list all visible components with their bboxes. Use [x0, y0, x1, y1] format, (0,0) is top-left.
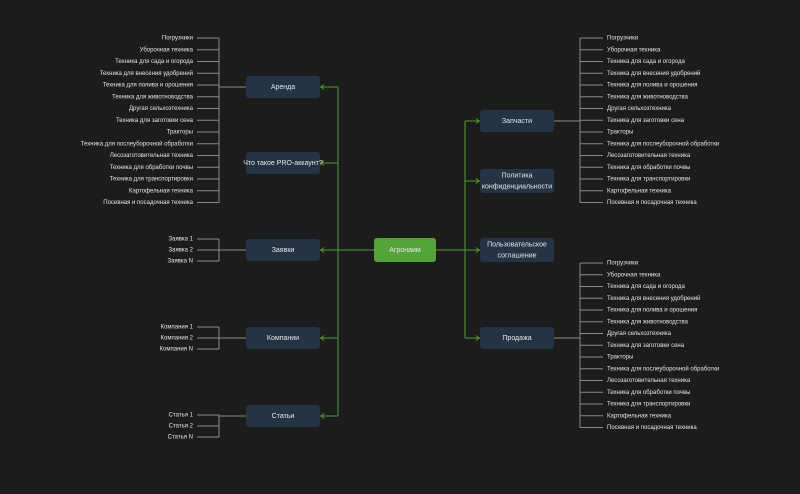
zapchasti-category-item: Техника для животноводства: [607, 94, 689, 100]
center-node-agronaim-label: Агронаим: [389, 247, 421, 254]
zapchasti-category-item: Уборочная техника: [607, 47, 661, 53]
prodazha-category-item: Лесозаготовительная техника: [607, 378, 691, 384]
node-zayavki[interactable]: Заявки: [246, 239, 320, 261]
arenda-category-item: Техника для сада и огорода: [115, 59, 194, 65]
node-politika-box: [480, 169, 554, 193]
node-politika-label: Политика: [502, 172, 533, 179]
zapchasti-category-item: Посевная и посадочная техника: [607, 200, 697, 206]
zapchasti-category-item: Тракторы: [607, 130, 633, 136]
node-kompanii-label: Компании: [267, 335, 299, 342]
kompanii-item: Компания 1: [161, 325, 194, 331]
node-arenda-label: Аренда: [271, 84, 295, 91]
stati-item: Статья 1: [169, 413, 194, 419]
zapchasti-category-item: Техника для транспортировки: [607, 177, 690, 183]
node-soglashenie-box: [480, 238, 554, 262]
arenda-category-item: Картофельная техника: [129, 188, 194, 194]
stati-item: Статья N: [168, 435, 193, 441]
arrow-left-pro: [320, 160, 325, 166]
center-node-agronaim[interactable]: Агронаим: [374, 238, 436, 262]
node-stati[interactable]: Статьи: [246, 405, 320, 427]
prodazha-category-item: Техника для послеуборочной обработки: [607, 365, 719, 372]
zapchasti-category-item: Другая сельхозтехника: [607, 106, 672, 112]
zapchasti-category-item: Техника для полива и орошения: [607, 83, 697, 89]
node-zapchasti[interactable]: Запчасти: [480, 110, 554, 132]
arenda-category-item: Уборочная техника: [140, 47, 194, 53]
arrow-right-zapchasti: [475, 118, 480, 124]
zapchasti-category-item: Техника для внесения удобрений: [607, 70, 700, 77]
zapchasti-category-item: Техника для заготовки сена: [607, 118, 685, 124]
kompanii-item: Компания 2: [161, 336, 194, 342]
arenda-category-item: Лесозаготовительная техника: [110, 153, 194, 159]
arenda-category-item: Техника для полива и орошения: [103, 83, 193, 89]
node-prodazha-box: [480, 327, 554, 349]
node-stati-label: Статьи: [272, 413, 295, 420]
node-kompanii-box: [246, 327, 320, 349]
arenda-category-item: Другая сельхозтехника: [129, 106, 194, 112]
prodazha-category-item: Техника для транспортировки: [607, 402, 690, 408]
node-pro[interactable]: Что такое PRO-аккаунт?: [243, 152, 323, 174]
node-zapchasti-box: [480, 110, 554, 132]
arenda-category-item: Техника для внесения удобрений: [100, 70, 193, 77]
prodazha-category-item: Уборочная техника: [607, 272, 661, 278]
prodazha-category-item: Картофельная техника: [607, 413, 672, 419]
node-soglashenie-label: соглашение: [497, 252, 536, 259]
zapchasti-category-item: Техника для послеуборочной обработки: [607, 140, 719, 147]
center-node-agronaim-box: [374, 238, 436, 262]
prodazha-category-item: Техника для животноводства: [607, 319, 689, 325]
node-zayavki-box: [246, 239, 320, 261]
zapchasti-category-item: Лесозаготовительная техника: [607, 153, 691, 159]
arrow-left-zayavki: [320, 247, 325, 253]
node-arenda[interactable]: Аренда: [246, 76, 320, 98]
node-pro-label: Что такое PRO-аккаунт?: [243, 160, 323, 167]
stati-item: Статья 2: [169, 424, 194, 430]
prodazha-category-item: Техника для заготовки сена: [607, 343, 685, 349]
prodazha-category-item: Погрузчики: [607, 261, 638, 267]
zayavki-item: Заявка N: [168, 259, 194, 265]
arrow-left-arenda: [320, 84, 325, 90]
node-politika[interactable]: Политика конфиденциальности: [480, 169, 554, 193]
node-soglashenie-label: Пользовательское: [487, 241, 547, 248]
prodazha-category-item: Тракторы: [607, 355, 633, 361]
prodazha-category-item: Посевная и посадочная техника: [607, 425, 697, 431]
zapchasti-category-item: Техника для сада и огорода: [607, 59, 686, 65]
arrow-right-politika: [475, 178, 480, 184]
arrow-left-kompanii: [320, 335, 325, 341]
node-soglashenie[interactable]: Пользовательское соглашение: [480, 238, 554, 262]
arenda-category-item: Техника для обработки почвы: [110, 165, 193, 171]
arenda-category-item: Тракторы: [167, 130, 193, 136]
prodazha-category-item: Техника для полива и орошения: [607, 308, 697, 314]
node-stati-box: [246, 405, 320, 427]
prodazha-category-item: Техника для обработки почвы: [607, 390, 690, 396]
arrow-left-stati: [320, 413, 325, 419]
arenda-category-item: Техника для заготовки сена: [116, 118, 194, 124]
arrow-right-soglashenie: [475, 247, 480, 253]
node-politika-label: конфиденциальности: [482, 183, 552, 190]
zapchasti-category-item: Техника для обработки почвы: [607, 165, 690, 171]
kompanii-item: Компания N: [160, 347, 193, 353]
zayavki-item: Заявка 1: [169, 237, 194, 243]
prodazha-category-item: Другая сельхозтехника: [607, 331, 672, 337]
node-prodazha-label: Продажа: [502, 335, 531, 342]
node-prodazha[interactable]: Продажа: [480, 327, 554, 349]
arenda-category-item: Посевная и посадочная техника: [103, 200, 193, 206]
zayavki-item: Заявка 2: [169, 248, 194, 254]
arenda-category-item: Техника для животноводства: [112, 94, 194, 100]
node-arenda-box: [246, 76, 320, 98]
node-kompanii[interactable]: Компании: [246, 327, 320, 349]
zapchasti-category-item: Картофельная техника: [607, 188, 672, 194]
node-zayavki-label: Заявки: [272, 247, 295, 254]
arenda-category-item: Техника для транспортировки: [110, 177, 193, 183]
arrow-right-prodazha: [475, 335, 480, 341]
prodazha-category-item: Техника для внесения удобрений: [607, 295, 700, 302]
node-zapchasti-label: Запчасти: [502, 118, 532, 125]
node-pro-box: [246, 152, 320, 174]
zapchasti-category-item: Погрузчики: [607, 36, 638, 42]
arenda-category-item: Техника для послеуборочной обработки: [81, 140, 193, 147]
arenda-category-item: Погрузчики: [162, 36, 193, 42]
prodazha-category-item: Техника для сада и огорода: [607, 284, 686, 290]
